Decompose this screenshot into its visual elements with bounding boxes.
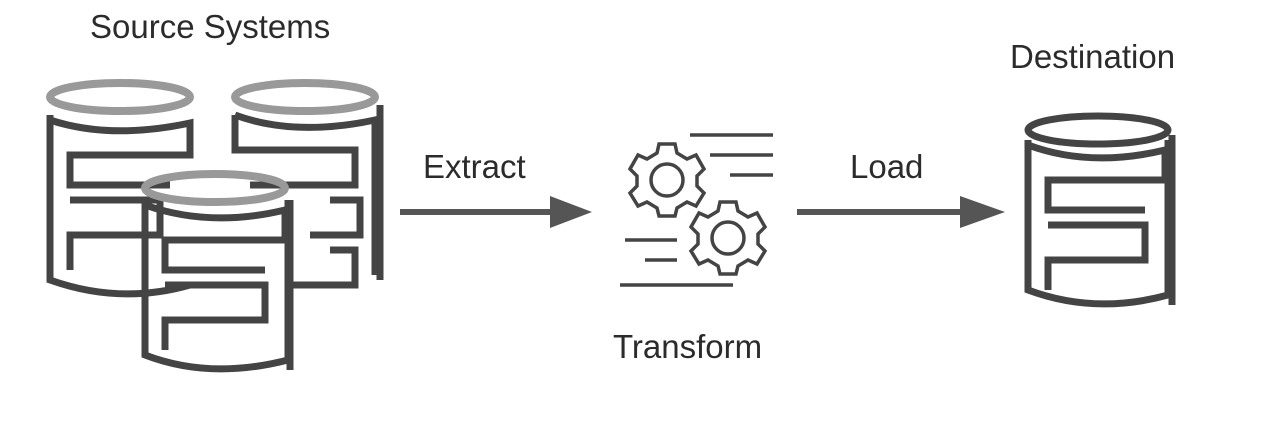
source-databases-icon bbox=[40, 75, 400, 395]
extract-arrow-icon bbox=[400, 192, 600, 232]
database-icon-back-left bbox=[46, 79, 194, 298]
load-arrow-icon bbox=[797, 192, 1012, 232]
gear-icon-lower bbox=[688, 200, 768, 276]
destination-database-icon bbox=[1020, 110, 1180, 320]
database-icon-back-right bbox=[231, 79, 384, 289]
database-icon-front bbox=[141, 170, 294, 373]
transform-label: Transform bbox=[613, 328, 763, 365]
source-systems-label: Source Systems bbox=[90, 8, 331, 45]
load-label: Load bbox=[850, 148, 924, 185]
transform-gears-icon bbox=[615, 130, 780, 295]
gear-icon-upper bbox=[627, 142, 707, 218]
destination-label: Destination bbox=[1010, 38, 1176, 75]
extract-label: Extract bbox=[423, 148, 526, 185]
